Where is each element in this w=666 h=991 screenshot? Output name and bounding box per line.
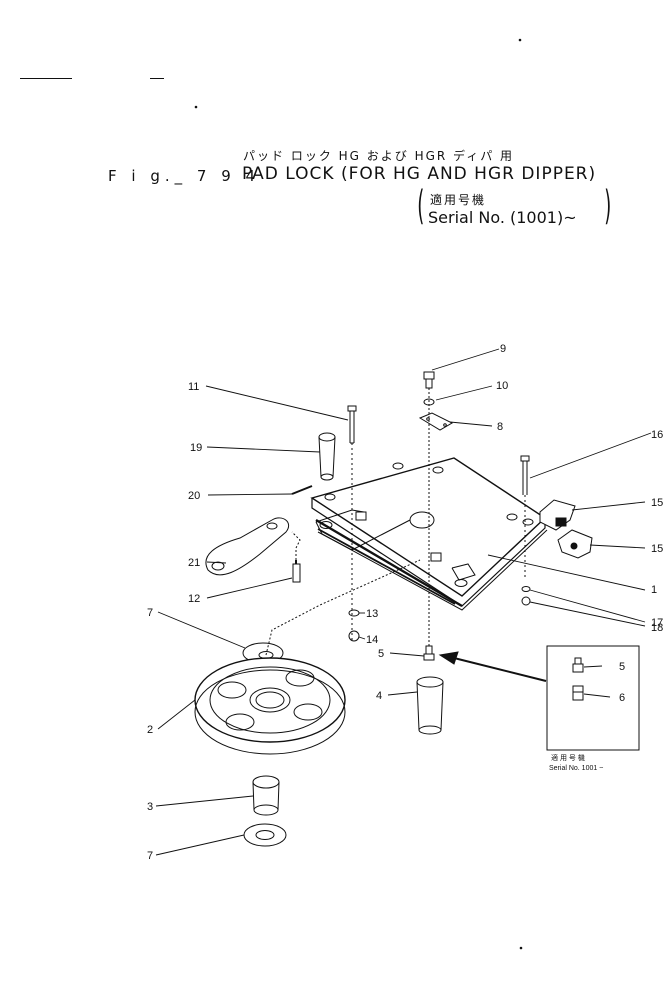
inset-fitting-5 [572,657,584,673]
bolt-16 [520,455,530,495]
inset-serial: Serial No. 1001 ~ [549,765,603,772]
applicable-serial: Serial No. (1001)~ [428,208,577,227]
bolt-11 [347,405,357,444]
callout-20: 20 [188,490,200,502]
callout-2: 2 [147,724,153,736]
inset-applicable-jp: 適 用 号 機 [551,753,585,762]
callout-12: 12 [188,593,200,605]
callout-14: 14 [366,634,378,646]
bushing-4 [416,676,444,735]
callout-16: 16 [651,429,663,441]
sheave-2 [194,657,346,755]
washer-7-lower [243,823,287,847]
washer-13 [348,609,360,617]
serial-bracket-left: ( [417,183,425,229]
axis-line-7 [265,559,421,656]
callout-18: 18 [651,622,663,634]
callout-1: 1 [651,584,657,596]
retainer-plate [418,412,454,431]
callout-17: 17 [651,617,663,629]
inset-box [546,645,640,751]
speck [519,946,523,950]
lock-part-15-upper [539,499,576,531]
speck [518,38,522,42]
bushing-3 [252,775,280,816]
callout-5: 5 [378,648,384,660]
callout-21: 21 [188,557,200,569]
header-rule-right [150,78,164,79]
washer-17 [521,586,531,592]
inset-fitting-6 [572,685,584,701]
pad-plate [310,457,548,611]
serial-bracket-right: ) [604,183,612,229]
callout-7-upper: 7 [147,607,153,619]
callout-3: 3 [147,801,153,813]
header-rule-left [20,78,72,79]
page-title: PAD LOCK (FOR HG AND HGR DIPPER) [242,164,597,184]
pin-20 [291,485,313,495]
nut-18 [521,596,531,606]
callout-9: 9 [500,343,506,355]
callout-4: 4 [376,690,382,702]
lever-21 [205,517,290,576]
pin-19 [318,432,336,481]
pin-12 [292,560,301,583]
grease-fitting-5 [423,645,435,661]
inset-arrow-line [453,657,547,682]
callout-6-inset: 6 [619,692,625,704]
callout-8: 8 [497,421,503,433]
lock-part-15-lower [557,529,593,559]
callout-13: 13 [366,608,378,620]
callout-15-upper: 15 [651,497,663,509]
figure-number: F i g._ 7 9 4 [108,167,261,185]
callout-7-lower: 7 [147,850,153,862]
callout-5-inset: 5 [619,661,625,673]
nut-14 [348,630,360,642]
bolt-9 [423,371,435,389]
applicable-serial-jp: 適用号機 [430,193,487,207]
leader-lines [155,348,652,856]
speck [194,105,198,109]
inset-arrow-head [438,651,459,665]
japanese-title: パッド ロック HG および HGR ディパ 用 [243,149,515,163]
leader-12-link [291,531,301,560]
callout-19: 19 [190,442,202,454]
callout-10: 10 [496,380,508,392]
callout-15-lower: 15 [651,543,663,555]
callout-11: 11 [188,381,199,393]
